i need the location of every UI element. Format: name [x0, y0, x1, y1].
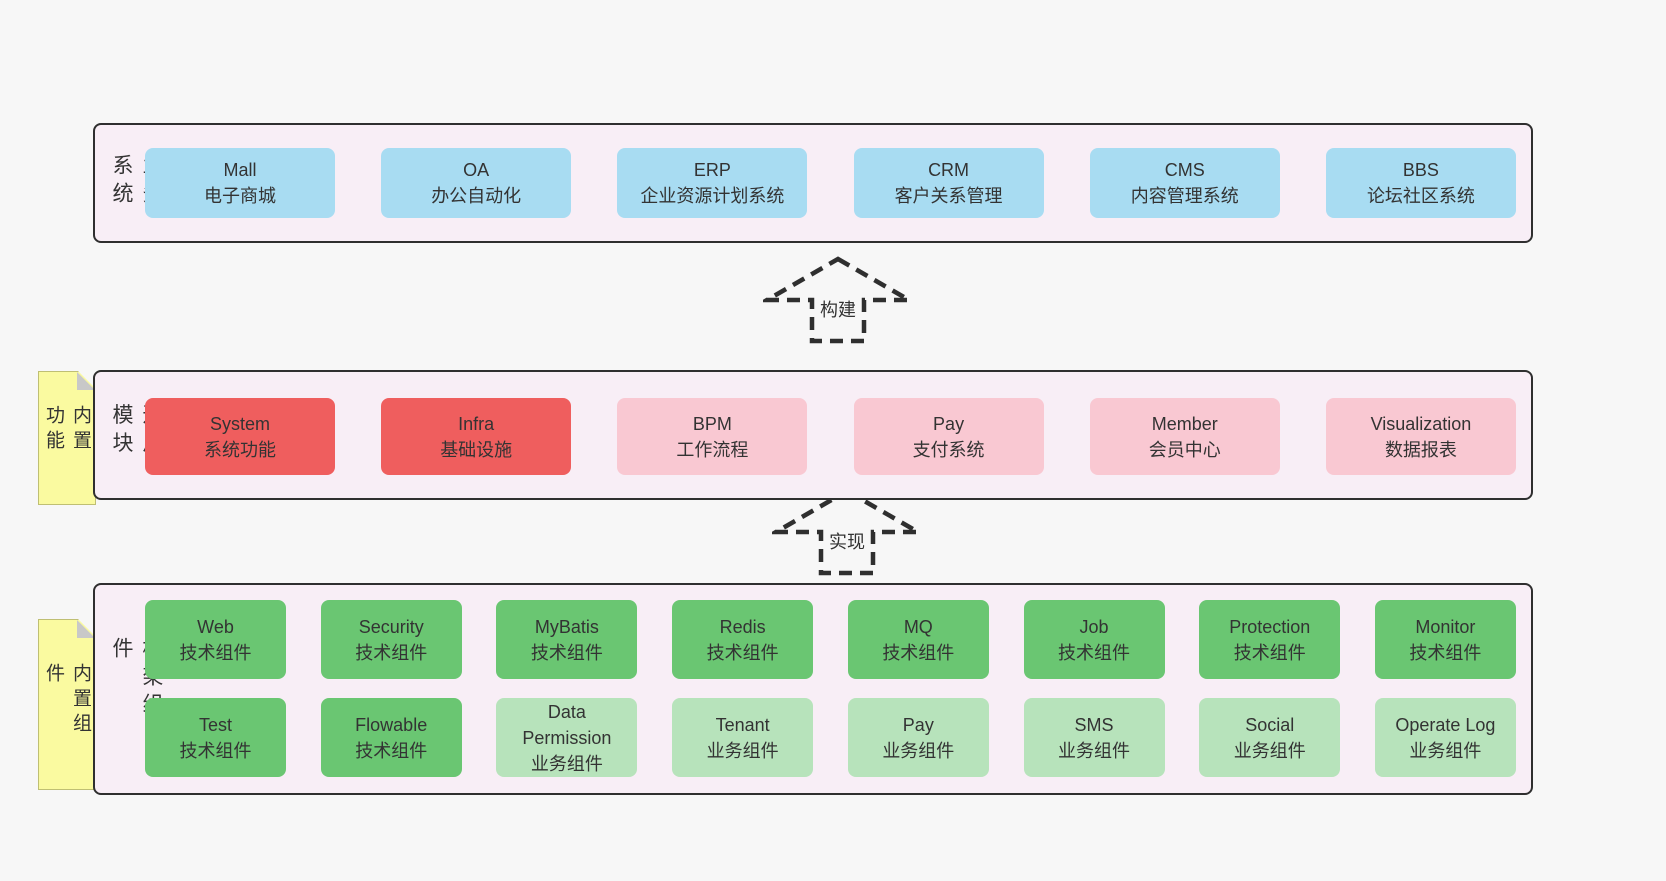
box-subtitle: 技术组件	[1409, 642, 1482, 663]
box-title: Flowable	[355, 714, 428, 735]
box-bpm: BPM 工作流程	[617, 398, 808, 475]
box-subtitle: 客户关系管理	[894, 186, 1003, 206]
box-test: Test 技术组件	[145, 698, 286, 777]
box-subtitle: 基础设施	[440, 439, 513, 460]
box-title: Data Permission	[522, 701, 612, 748]
box-member: Member 会员中心	[1089, 398, 1280, 475]
box-oa: OA 办公自动化	[381, 148, 572, 218]
box-subtitle: 技术组件	[179, 642, 252, 663]
sticky-note-builtin-components: 内置组件	[38, 619, 96, 790]
box-social: Social 业务组件	[1199, 698, 1341, 777]
box-subtitle: 办公自动化	[431, 186, 522, 206]
box-title: SMS	[1074, 714, 1114, 735]
box-mybatis: MyBatis 技术组件	[496, 600, 638, 679]
business-row: Mall 电子商城 OA 办公自动化 ERP 企业资源计划系统 CRM 客户关系…	[145, 148, 1516, 218]
box-subtitle: 支付系统	[912, 439, 985, 460]
box-bbs: BBS 论坛社区系统	[1325, 148, 1516, 218]
box-title: MQ	[903, 616, 933, 637]
box-subtitle: 企业资源计划系统	[640, 186, 785, 206]
box-subtitle: 数据报表	[1384, 439, 1457, 460]
box-job: Job 技术组件	[1023, 600, 1165, 679]
box-title: Job	[1079, 616, 1109, 637]
box-pay-business: Pay 业务组件	[847, 698, 989, 777]
box-infra: Infra 基础设施	[381, 398, 572, 475]
box-subtitle: 技术组件	[355, 740, 428, 761]
box-subtitle: 业务组件	[706, 740, 779, 761]
box-subtitle: 业务组件	[530, 753, 603, 774]
box-subtitle: 业务组件	[1233, 740, 1306, 761]
box-subtitle: 工作流程	[676, 439, 749, 460]
box-title: CMS	[1164, 160, 1205, 180]
box-protection: Protection 技术组件	[1199, 600, 1341, 679]
box-subtitle: 业务组件	[1409, 740, 1482, 761]
box-sms: SMS 业务组件	[1023, 698, 1165, 777]
box-title: System	[209, 413, 270, 434]
box-subtitle: 技术组件	[706, 642, 779, 663]
box-title: ERP	[693, 160, 731, 180]
box-subtitle: 技术组件	[530, 642, 603, 663]
box-redis: Redis 技术组件	[672, 600, 814, 679]
box-title: Web	[197, 616, 234, 637]
box-subtitle: 系统功能	[204, 439, 276, 460]
box-pay: Pay 支付系统	[853, 398, 1044, 475]
box-title: Test	[198, 714, 232, 735]
box-security: Security 技术组件	[320, 600, 462, 679]
box-subtitle: 技术组件	[1233, 642, 1306, 663]
box-subtitle: 业务组件	[1058, 740, 1131, 761]
box-tenant: Tenant 业务组件	[672, 698, 814, 777]
box-title: Visualization	[1370, 413, 1472, 434]
box-erp: ERP 企业资源计划系统	[617, 148, 808, 218]
panel-business-systems: 业务系统 Mall 电子商城 OA 办公自动化 ERP 企业资源计划系统 CRM…	[93, 123, 1533, 243]
box-mall: Mall 电子商城	[145, 148, 335, 218]
box-subtitle: 业务组件	[882, 740, 955, 761]
box-operate-log: Operate Log 业务组件	[1374, 698, 1516, 777]
sticky-note-builtin-features: 内置功能	[38, 371, 96, 505]
arrow-build: 构建	[758, 256, 918, 344]
box-web: Web 技术组件	[145, 600, 286, 679]
box-subtitle: 技术组件	[355, 642, 428, 663]
box-title: Infra	[458, 413, 495, 434]
sticky-note-label: 内置功能	[43, 405, 91, 455]
box-monitor: Monitor 技术组件	[1374, 600, 1516, 679]
box-title: MyBatis	[534, 616, 599, 637]
box-mq: MQ 技术组件	[847, 600, 989, 679]
panel-common-modules: 通用模块 System 系统功能 Infra 基础设施 BPM 工作流程 Pay…	[93, 370, 1533, 500]
box-visualization: Visualization 数据报表	[1325, 398, 1516, 475]
box-subtitle: 技术组件	[882, 642, 955, 663]
box-data-permission: Data Permission 业务组件	[496, 698, 638, 777]
box-title: BBS	[1402, 160, 1439, 180]
components-row-1: Web 技术组件 Security 技术组件 MyBatis 技术组件 Redi…	[145, 600, 1516, 679]
box-title: Protection	[1229, 616, 1311, 637]
box-title: Redis	[719, 616, 766, 637]
box-flowable: Flowable 技术组件	[320, 698, 462, 777]
box-title: BPM	[692, 413, 732, 434]
arrow-label: 构建	[817, 296, 859, 322]
box-title: Member	[1151, 413, 1218, 434]
box-title: Pay	[902, 714, 934, 735]
sticky-note-label: 内置组件	[43, 662, 91, 738]
box-subtitle: 技术组件	[179, 740, 252, 761]
box-subtitle: 技术组件	[1058, 642, 1131, 663]
box-subtitle: 会员中心	[1148, 439, 1221, 460]
box-title: OA	[463, 160, 490, 180]
box-title: Operate Log	[1395, 714, 1496, 735]
box-title: Social	[1245, 714, 1295, 735]
panel-framework-components: 框架组件 Web 技术组件 Security 技术组件 MyBatis 技术组件…	[93, 583, 1533, 795]
box-title: Security	[358, 616, 424, 637]
box-title: Monitor	[1415, 616, 1476, 637]
box-system: System 系统功能	[145, 398, 335, 475]
box-title: Mall	[223, 160, 257, 180]
box-title: Tenant	[715, 714, 770, 735]
box-subtitle: 电子商城	[204, 186, 276, 206]
arrow-label: 实现	[826, 528, 868, 554]
components-row-2: Test 技术组件 Flowable 技术组件 Data Permission …	[145, 698, 1516, 777]
box-subtitle: 内容管理系统	[1130, 186, 1239, 206]
box-cms: CMS 内容管理系统	[1089, 148, 1280, 218]
box-crm: CRM 客户关系管理	[853, 148, 1044, 218]
box-subtitle: 论坛社区系统	[1366, 186, 1475, 206]
arrow-implement: 实现	[767, 488, 927, 576]
box-title: CRM	[928, 160, 970, 180]
modules-row: System 系统功能 Infra 基础设施 BPM 工作流程 Pay 支付系统…	[145, 398, 1516, 475]
box-title: Pay	[933, 413, 965, 434]
